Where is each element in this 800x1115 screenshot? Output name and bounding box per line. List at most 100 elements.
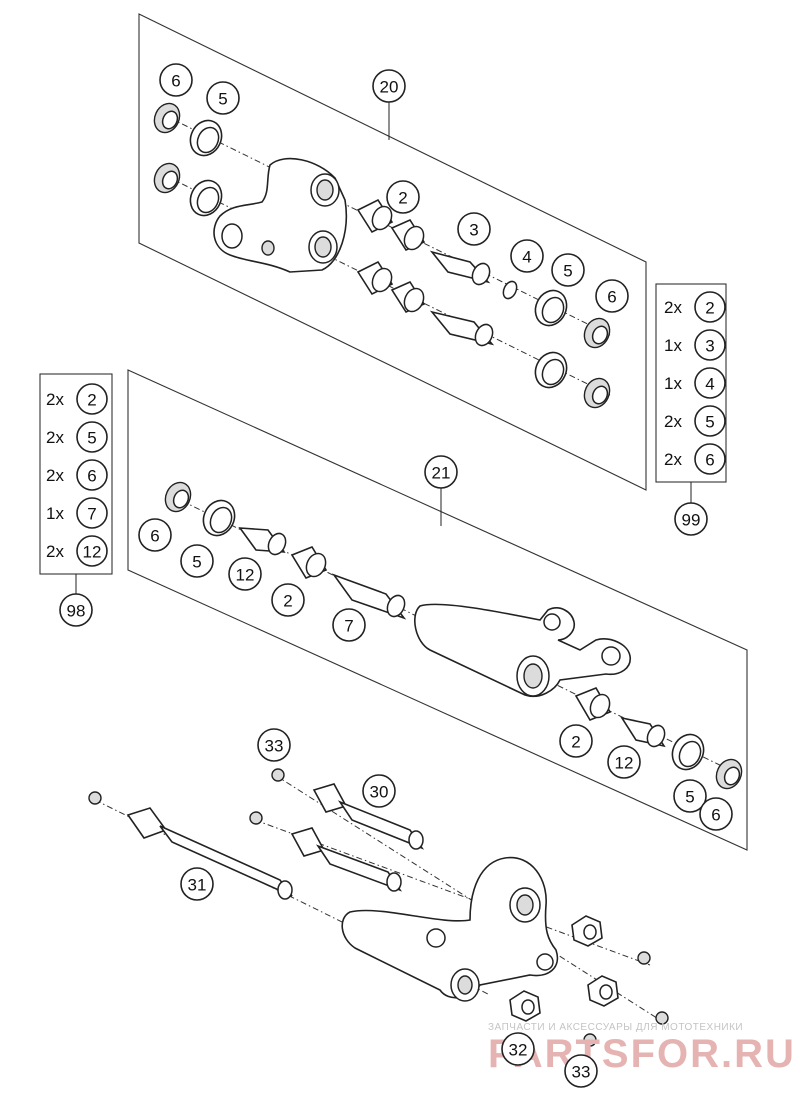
callout-g21-2-text: 2 [283, 592, 292, 611]
kit-99-box [655, 283, 727, 503]
callout-g20-5-text: 5 [218, 90, 227, 109]
kit99-qty: 2x [664, 298, 682, 317]
kit99-row: 1x [664, 336, 682, 355]
bolt-30-bottom [290, 827, 403, 892]
kit99-part-4: 4 [694, 367, 726, 399]
callout-99: 99 [674, 502, 708, 536]
callout-30-text: 30 [370, 783, 389, 802]
callout-31-text: 31 [188, 876, 207, 895]
kit99-qty: 1x [664, 374, 682, 393]
seal-5-left-21 [202, 499, 236, 537]
callout-g21-6-text: 6 [150, 527, 159, 546]
kit98-qty: 2x [46, 542, 64, 561]
sleeve-12-right-21 [620, 716, 666, 748]
callout-g21-5: 5 [180, 544, 214, 578]
assembly-20-group [138, 13, 647, 491]
kit99-row: 2x [664, 450, 682, 469]
kit99-part-3-text: 3 [705, 337, 714, 356]
callout-g20-4: 4 [510, 239, 544, 273]
bushing-2-bottom [356, 260, 394, 296]
kit98-part-2: 2 [76, 383, 108, 415]
kit98-row: 2x [46, 466, 64, 485]
kit98-part-7-text: 7 [87, 505, 96, 524]
ring-4 [502, 280, 518, 300]
callout-33-top-text: 33 [265, 737, 284, 756]
seal-5-left-bottom [189, 179, 223, 217]
watermark-brand: PARTSFOR.RU [488, 1032, 796, 1076]
pull-rod-21 [414, 603, 631, 698]
callout-20: 20 [372, 69, 406, 103]
bushing-2-left-21 [290, 546, 328, 579]
bearing-6-right-top [583, 317, 611, 349]
bushing-2b-bottom [390, 280, 426, 314]
callout-g21-12: 12 [228, 557, 262, 591]
kit99-row: 2x [664, 412, 682, 431]
kit98-row: 2x [46, 428, 64, 447]
callout-g20-2: 2 [386, 180, 420, 214]
kit99-part-6: 6 [694, 443, 726, 475]
linkage-lever-20 [213, 157, 348, 273]
bearing-6-right-bottom [583, 377, 611, 409]
kit99-part-6-text: 6 [705, 451, 714, 470]
callout-32-text: 32 [509, 1041, 528, 1060]
assembly-21-frame [127, 369, 748, 851]
callout-g21-5-text: 5 [192, 553, 201, 572]
screw-right-lower [655, 1011, 669, 1025]
callout-g21-5-text: 5 [685, 788, 694, 807]
kit98-part-12-text: 12 [83, 543, 102, 562]
kit99-qty: 2x [664, 450, 682, 469]
callout-g20-5: 5 [206, 81, 240, 115]
callout-g20-2-text: 2 [398, 189, 407, 208]
callout-31: 31 [180, 867, 214, 901]
assembly-21-group [127, 369, 748, 851]
kit99-row: 2x [664, 298, 682, 317]
callout-21: 21 [424, 455, 458, 489]
callout-33-bottom-text: 33 [572, 1063, 591, 1082]
callout-99-text: 99 [682, 511, 701, 530]
kit98-part-5: 5 [76, 421, 108, 453]
bolt-30-top [312, 783, 425, 850]
callout-g20-3: 3 [457, 212, 491, 246]
sleeve-3 [429, 250, 491, 286]
bolt-31 [126, 807, 293, 900]
seal-5-right-top [534, 289, 568, 327]
bearing-6-left-21 [164, 481, 192, 513]
callout-g21-7: 7 [332, 608, 366, 642]
bearing-6-left-top [153, 102, 181, 134]
kit98-part-2-text: 2 [87, 391, 96, 410]
kit98-part-7: 7 [76, 497, 108, 529]
bearing-6-left-bottom [153, 162, 181, 194]
kit98-qty: 1x [46, 504, 64, 523]
kit98-qty: 2x [46, 390, 64, 409]
bushing-2-top [356, 198, 394, 234]
callout-g20-6: 6 [159, 63, 193, 97]
kit-98-box [39, 373, 113, 594]
callout-g21-2-text: 2 [571, 733, 580, 752]
nut-middle [587, 975, 619, 1007]
kit98-row: 2x [46, 542, 64, 561]
callout-g21-12: 12 [607, 745, 641, 779]
kit98-row: 2x [46, 390, 64, 409]
kit98-part-12: 12 [76, 535, 108, 567]
kit98-part-6: 6 [76, 459, 108, 491]
axis-line [169, 117, 611, 336]
seal-5-right-21 [671, 733, 705, 771]
kit99-row: 1x [664, 374, 682, 393]
callout-30: 30 [362, 774, 396, 808]
callout-g21-12-text: 12 [236, 566, 255, 585]
assembly-20-frame [138, 13, 647, 491]
callout-33-top: 33 [257, 728, 291, 762]
callout-g21-2: 2 [559, 724, 593, 758]
sleeve-bottom [429, 310, 495, 347]
seal-5-left-top [189, 119, 223, 157]
callout-98: 98 [59, 593, 93, 627]
kit99-part-2: 2 [694, 291, 726, 323]
callout-20-text: 20 [380, 78, 399, 97]
callout-g21-7-text: 7 [344, 617, 353, 636]
sleeve-12-left-21 [238, 527, 287, 556]
callout-g20-5: 5 [551, 253, 585, 287]
callout-g20-3-text: 3 [469, 221, 478, 240]
